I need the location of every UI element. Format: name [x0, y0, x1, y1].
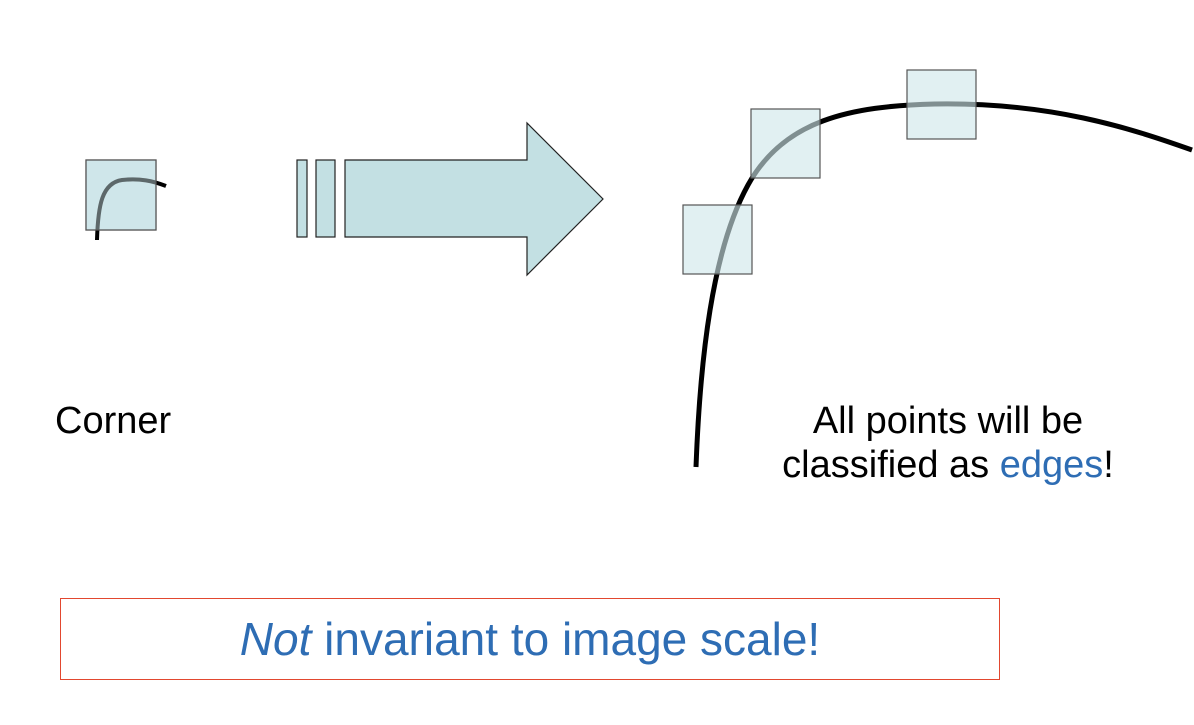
scale-up-arrow: [296, 121, 604, 277]
large-windows: [682, 69, 977, 275]
edges-caption-line-2: classified as edges!: [720, 443, 1176, 487]
small-corner-patch: [85, 159, 167, 241]
scale-warning-banner: Not invariant to image scale!: [60, 598, 1000, 680]
small-corner-curve: [95, 177, 167, 241]
large-window-3: [906, 69, 977, 140]
large-window-1: [682, 204, 753, 275]
edges-caption-prefix: classified as: [782, 444, 1000, 486]
small-window-overlay: [85, 159, 157, 231]
edges-caption: All points will be classified as edges!: [720, 399, 1176, 487]
arrow-body: [344, 121, 604, 277]
edges-caption-line-1: All points will be: [812, 400, 1084, 442]
arrow-stripe-2: [315, 159, 336, 238]
banner-emphasis: Not: [239, 613, 312, 665]
arrow-stripe-1: [296, 159, 308, 238]
edges-highlight-word: edges: [999, 444, 1104, 486]
corner-label: Corner: [55, 400, 172, 442]
banner-text: invariant to image scale!: [311, 613, 821, 665]
edges-caption-suffix: !: [1103, 444, 1114, 486]
large-window-2: [750, 108, 821, 179]
